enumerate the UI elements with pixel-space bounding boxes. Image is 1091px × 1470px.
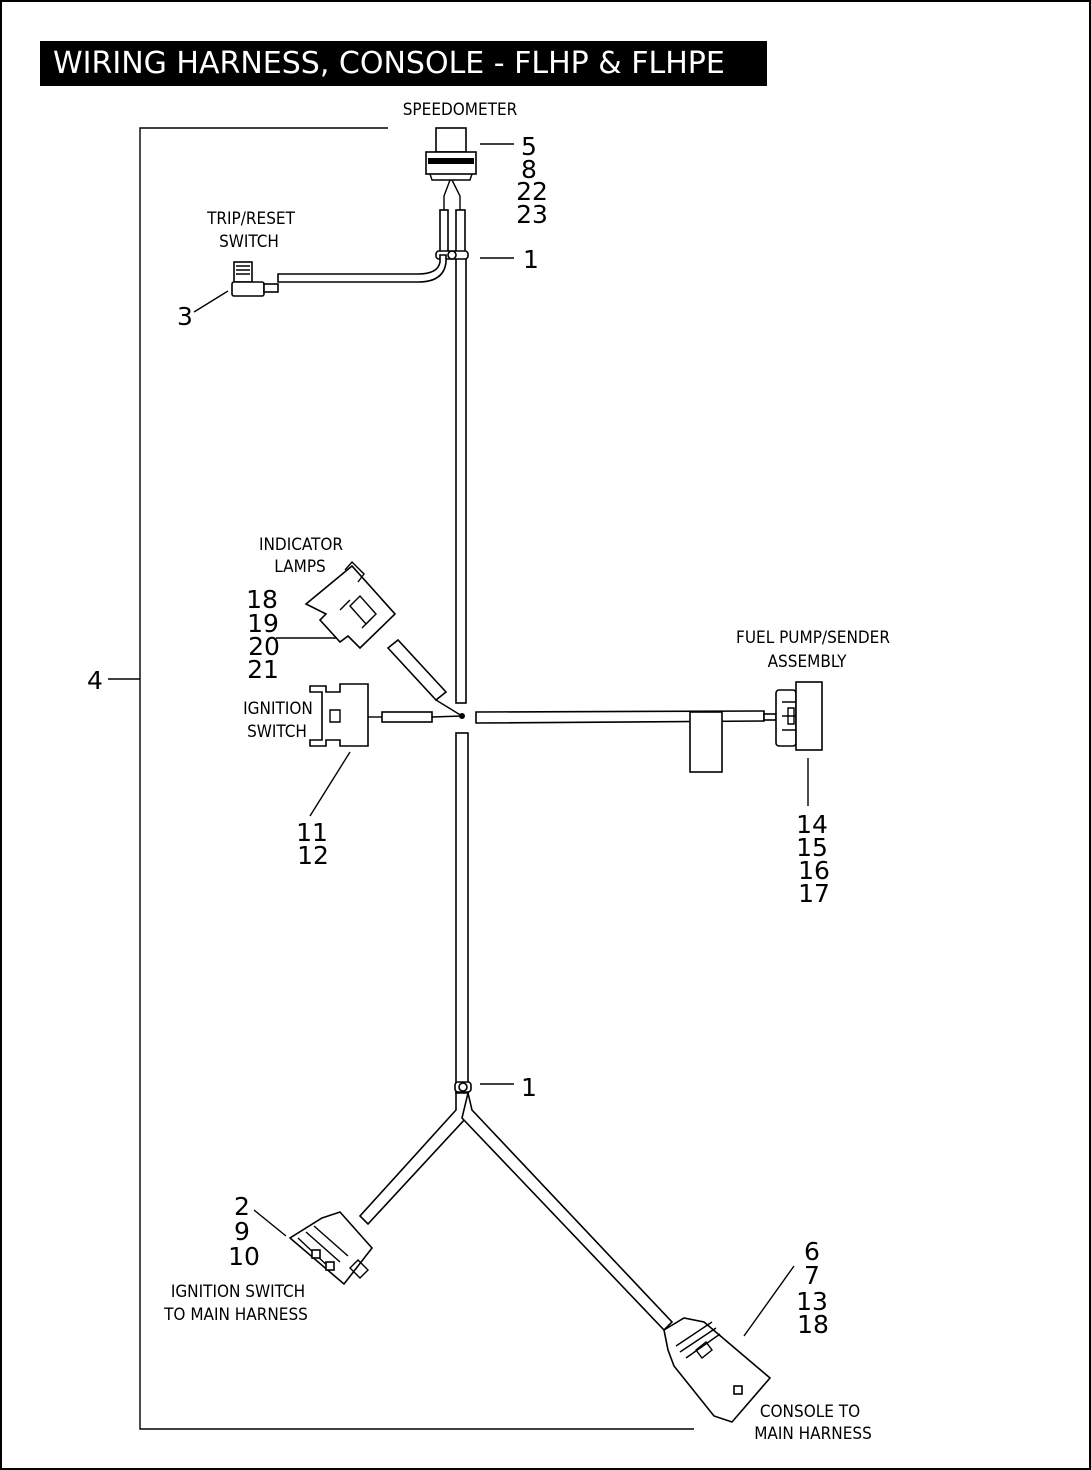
trip-reset-switch <box>231 254 447 297</box>
cable-clip-bottom <box>454 1081 472 1093</box>
callout-clip-top: 1 <box>523 245 539 274</box>
trunk-upper <box>455 254 467 704</box>
callout-indicator-3: 20 <box>248 632 280 661</box>
ignition-switch-connector <box>309 683 463 747</box>
callout-ignition-2: 12 <box>297 841 329 870</box>
callout-console-2: 7 <box>804 1261 820 1290</box>
callout-trip-reset: 3 <box>177 302 193 331</box>
callout-fuel-1: 14 <box>796 810 828 839</box>
label-speedometer: SPEEDOMETER <box>403 100 518 120</box>
label-console-2: MAIN HARNESS <box>754 1424 872 1444</box>
leader-console <box>743 1265 795 1337</box>
label-ign-main-2: TO MAIN HARNESS <box>163 1305 308 1325</box>
callout-console-1: 6 <box>804 1237 820 1266</box>
label-indicator-2: LAMPS <box>274 557 326 577</box>
callout-console-4: 18 <box>797 1310 829 1339</box>
indicator-lamps-connector <box>304 560 463 717</box>
callout-indicator-1: 18 <box>246 585 278 614</box>
leader-trip-reset <box>193 290 229 313</box>
callout-indicator-4: 21 <box>247 655 279 684</box>
leader-ign-main <box>253 1209 287 1237</box>
callout-harness: 4 <box>87 666 103 695</box>
label-ignition-2: SWITCH <box>247 722 307 742</box>
callout-indicator-2: 19 <box>247 609 279 638</box>
label-ignition-1: IGNITION <box>243 699 313 719</box>
callout-console-3: 13 <box>796 1287 828 1316</box>
callout-speedometer-2: 8 <box>521 155 537 184</box>
trunk-lower <box>455 732 469 1094</box>
junction-point <box>459 713 465 719</box>
callout-fuel-4: 17 <box>798 879 830 908</box>
callout-ign-main-1: 2 <box>234 1192 250 1221</box>
label-trip-reset-1: TRIP/RESET <box>206 209 296 229</box>
fuel-pump-connector <box>475 681 823 773</box>
harness-bracket <box>139 127 694 1430</box>
label-fuel-1: FUEL PUMP/SENDER <box>736 628 890 648</box>
label-console-1: CONSOLE TO <box>760 1402 860 1422</box>
console-main-connector <box>663 1317 772 1423</box>
label-trip-reset-2: SWITCH <box>219 232 279 252</box>
callout-clip-bottom: 1 <box>521 1073 537 1102</box>
callout-fuel-2: 15 <box>796 833 828 862</box>
callout-speedometer-1: 5 <box>521 132 537 161</box>
callout-speedometer-3: 22 <box>516 177 548 206</box>
callout-fuel-3: 16 <box>798 856 830 885</box>
callout-ign-main-2: 9 <box>234 1217 250 1246</box>
label-ign-main-1: IGNITION SWITCH <box>171 1282 305 1302</box>
callout-ignition-1: 11 <box>296 818 328 847</box>
callout-speedometer-4: 23 <box>516 200 548 229</box>
label-fuel-2: ASSEMBLY <box>768 652 847 672</box>
diagram-title: WIRING HARNESS, CONSOLE - FLHP & FLHPE <box>40 41 767 86</box>
label-indicator-1: INDICATOR <box>259 535 343 555</box>
ignition-main-connector <box>288 1211 374 1286</box>
callout-ign-main-3: 10 <box>228 1242 260 1271</box>
y-split <box>358 1092 674 1332</box>
leader-ignition <box>309 751 351 817</box>
speedometer-connector <box>425 127 477 256</box>
